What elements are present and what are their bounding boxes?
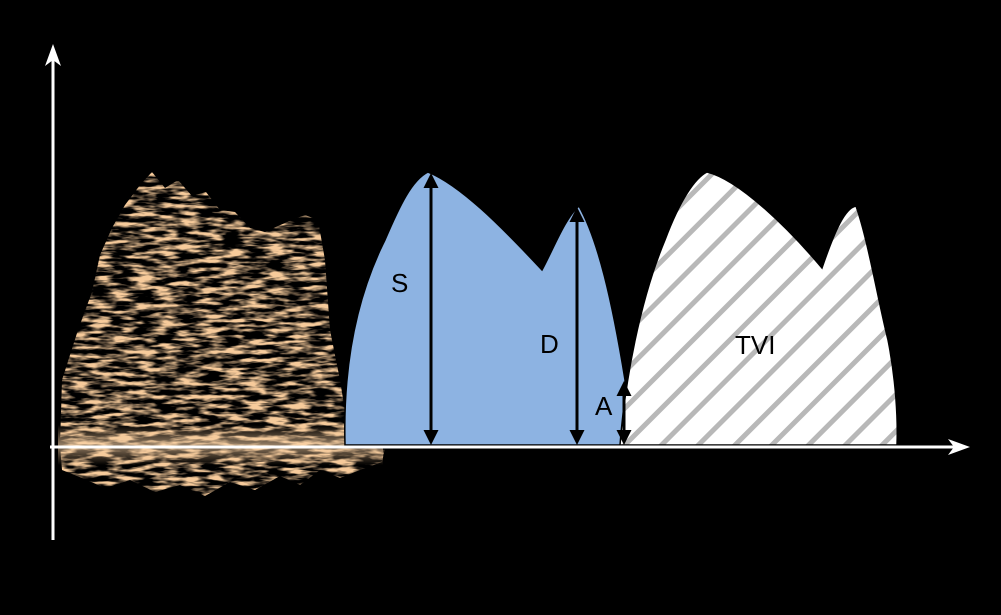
- label-a: A: [595, 391, 613, 421]
- spectral-doppler-trace: [58, 172, 385, 496]
- blue-velocity-waveform: [344, 171, 628, 446]
- y-axis-arrowhead-icon: [45, 44, 61, 66]
- label-tvi: TVI: [735, 330, 775, 360]
- label-s: S: [391, 268, 408, 298]
- x-axis-arrowhead-icon: [948, 439, 970, 455]
- label-d: D: [540, 329, 559, 359]
- axes: [45, 44, 970, 540]
- tvi-waveform: [619, 171, 898, 446]
